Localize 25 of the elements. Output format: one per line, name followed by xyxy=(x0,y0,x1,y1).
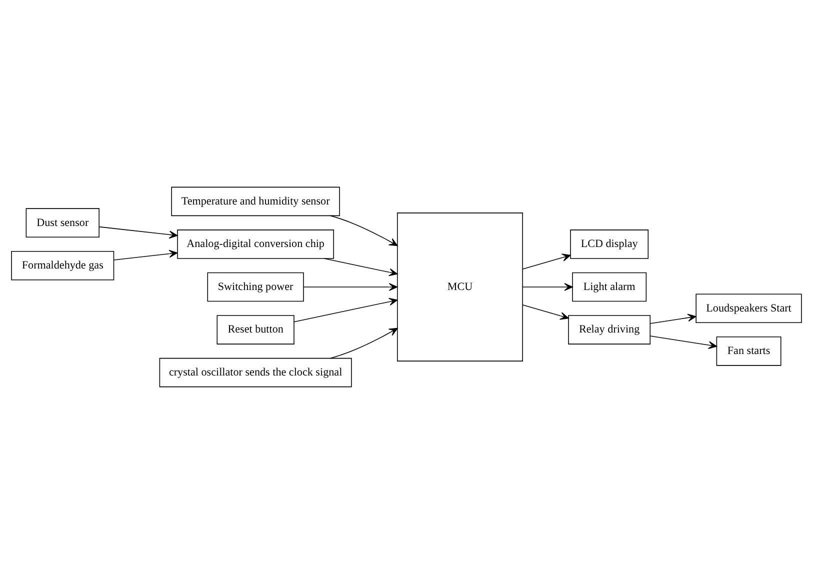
node-box: Loudspeakers Start xyxy=(696,294,802,324)
arrow xyxy=(330,328,398,359)
node-box: Dust sensor xyxy=(26,208,100,238)
node-box: LCD display xyxy=(570,230,649,259)
node-box: Temperature and humidity sensor xyxy=(171,186,340,216)
arrow xyxy=(522,304,569,320)
arrow xyxy=(522,254,571,270)
node-box: crystal oscillator sends the clock signal xyxy=(159,358,352,388)
node-box: Formaldehyde gas xyxy=(11,250,114,280)
arrow xyxy=(650,314,696,324)
node-box: Reset button xyxy=(216,315,294,344)
arrow xyxy=(522,283,573,291)
arrow xyxy=(294,298,398,322)
node-box: Fan starts xyxy=(716,336,782,366)
arrow xyxy=(330,215,398,246)
node-box: Light alarm xyxy=(572,272,647,302)
arrow xyxy=(650,336,718,350)
node-box: MCU xyxy=(397,212,523,362)
node-box: Switching power xyxy=(207,272,304,302)
arrow xyxy=(114,250,178,260)
arrow xyxy=(324,258,398,276)
arrow xyxy=(98,226,178,239)
arrow xyxy=(303,283,398,291)
node-box: Relay driving xyxy=(568,315,651,344)
node-box: Analog-digital conversion chip xyxy=(177,230,334,259)
